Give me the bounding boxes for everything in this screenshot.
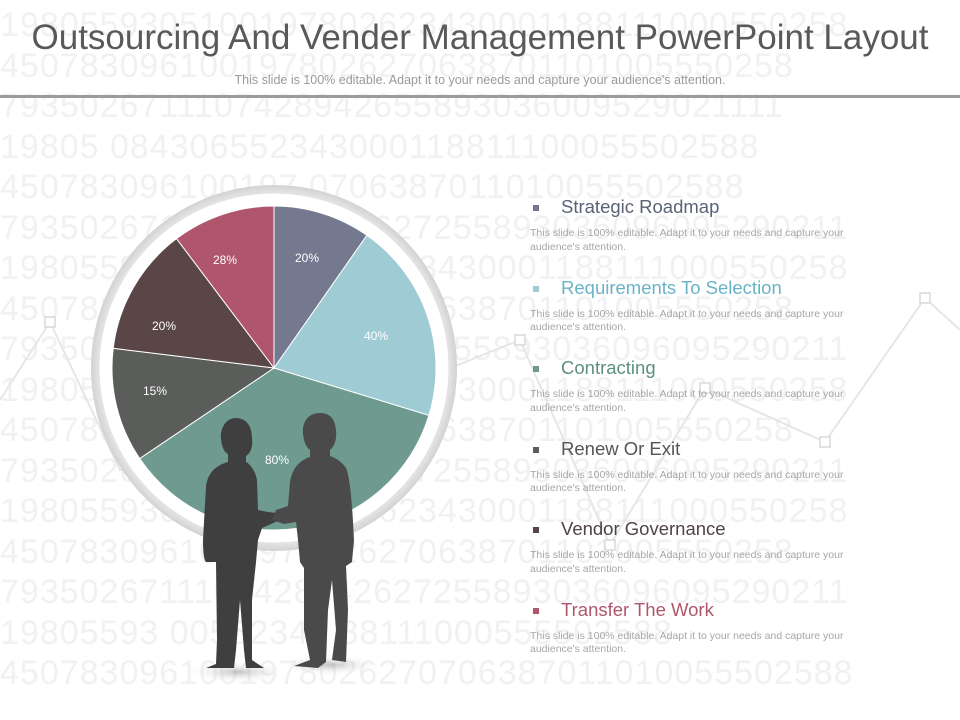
bullet-description: This slide is 100% editable. Adapt it to… [530,629,844,656]
square-bullet-icon [533,527,539,533]
bullet-title: Vendor Governance [561,518,726,539]
businessman-right-silhouette [272,413,354,668]
right-figure-shadow [278,654,382,676]
bullet-heading-row: Strategic Roadmap [530,196,890,222]
pie-slice-label: 20% [295,251,319,265]
pie-slice [111,347,276,460]
zigzag-node [919,292,931,304]
square-bullet-icon [533,366,539,372]
background-number-row: 7935026711107428942655893036009529021111 [0,87,784,125]
zigzag-node [699,382,711,394]
pie-slice [175,205,275,370]
bullet-heading-row: Transfer The Work [530,599,890,625]
pie-slice [112,237,276,369]
background-number-row: 450783096100197 0706387011010055502588 [0,168,745,206]
bullet-description: This slide is 100% editable. Adapt it to… [530,227,844,253]
pie-slice-label: 28% [213,253,237,267]
background-number-row: 1980559305100197802623430001188111000550… [0,492,849,530]
bullet-description: This slide is 100% editable. Adapt it to… [530,307,844,334]
background-number-row: 4507830961001978026270638701101005550258 [0,46,794,85]
bullet-heading-row: Contracting [530,357,890,383]
bullet-heading-row: Vendor Governance [530,518,890,544]
businessman-left-silhouette [203,418,286,668]
square-bullet-icon [533,607,539,614]
bullet-heading-row: Renew Or Exit [530,438,890,464]
bullet-description: This slide is 100% editable. Adapt it to… [530,549,844,575]
pie-slice-label: 20% [152,319,176,333]
bullet-title: Strategic Roadmap [561,196,720,217]
background-number-row: 19805 084306552343000118811100055502588 [0,127,760,166]
pie-slice [273,205,368,370]
background-number-row: 7935026711107428942627255893036096095290… [0,208,849,247]
pie-slice-label: 40% [364,329,388,343]
bullet-description: This slide is 100% editable. Adapt it to… [530,388,844,414]
background-number-row: 4507830961001978026270706387011010055502… [0,654,854,692]
bullet-heading-row: Requirements To Selection [530,277,890,303]
slide-subtitle: This slide is 100% editable. Adapt it to… [234,73,726,87]
square-bullet-icon [533,205,539,211]
pie-slice [273,234,437,416]
slide-title: Outsourcing And Vender Management PowerP… [31,18,929,57]
bullet-title: Renew Or Exit [561,437,681,459]
zigzag-node [44,316,56,328]
square-bullet-icon [533,446,539,453]
pie-slice-label: 15% [143,384,167,398]
background-number-row: 4507830961001978026270638701101005550258 [0,532,794,571]
bullet-title: Requirements To Selection [561,276,782,298]
zigzag-node [819,436,831,448]
zigzag-node [514,334,526,346]
square-bullet-icon [533,285,539,292]
left-figure-shadow [186,661,290,683]
pie-slices: 20% 40% 80% 15% 20% 28% [111,205,437,531]
background-number-row: 1980559305100197802623430001188111000550… [0,6,849,44]
pie-slice-label: 80% [265,453,289,467]
zigzag-node [604,539,616,551]
bullet-title: Contracting [561,357,656,378]
bullet-title: Transfer The Work [561,598,714,620]
background-number-row: 7935026711107428942627255893036096095290… [0,573,849,611]
title-divider [0,95,960,98]
bullet-description: This slide is 100% editable. Adapt it to… [530,468,844,495]
